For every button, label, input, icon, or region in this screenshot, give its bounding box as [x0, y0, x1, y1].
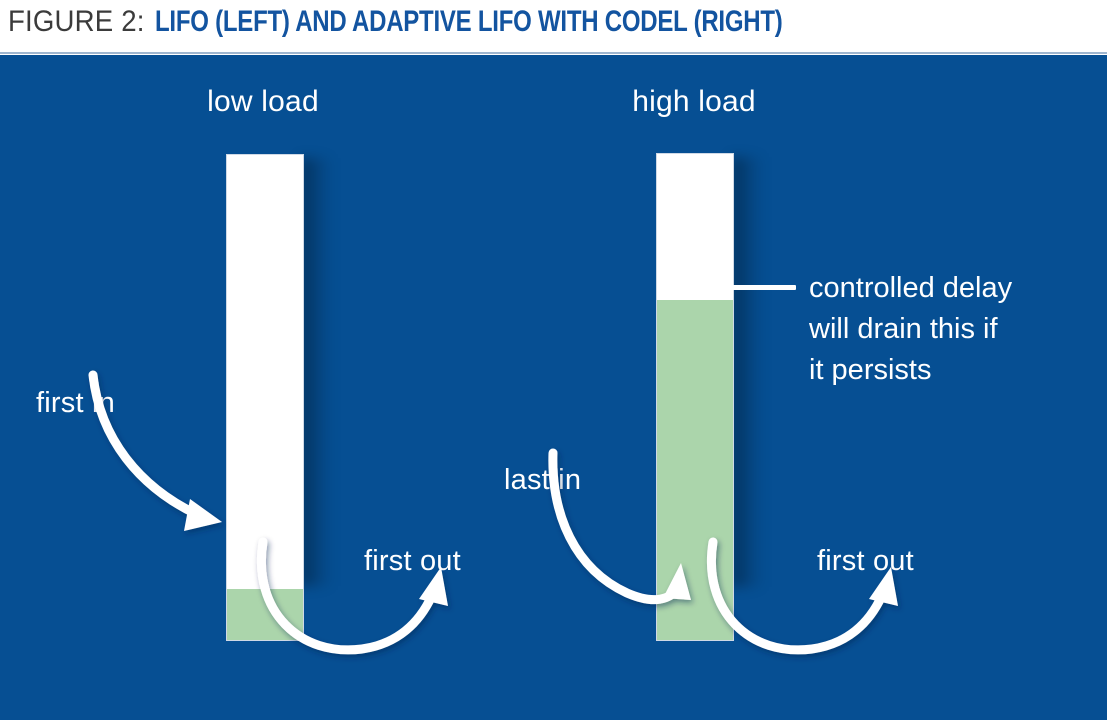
callout-line-1: controlled delay: [809, 272, 1013, 304]
queue-fill-high-load: [657, 299, 733, 640]
callout-leader-line: [698, 285, 796, 290]
callout-controlled-delay: controlled delay will drain this if it p…: [809, 268, 1099, 391]
queue-bar-high-load-shadow: [731, 157, 765, 587]
queue-bar-high-load: [656, 153, 734, 641]
queue-bar-low-load-shadow: [300, 158, 334, 586]
queue-fill-low-load: [227, 589, 303, 640]
queue-heading-high-load: high load: [632, 85, 756, 118]
queue-heading-low-load: low load: [207, 85, 319, 118]
figure-caption-title: LIFO (LEFT) AND ADAPTIVE LIFO WITH CODEL…: [154, 5, 783, 38]
callout-line-3: it persists: [809, 354, 932, 386]
label-last-in: last in: [504, 464, 582, 496]
caption-divider: [0, 52, 1107, 54]
label-first-in: first in: [36, 387, 115, 419]
callout-line-2: will drain this if: [809, 313, 998, 345]
figure-caption: FIGURE 2: LIFO (LEFT) AND ADAPTIVE LIFO …: [8, 2, 1098, 46]
label-first-out-high-load: first out: [817, 545, 914, 577]
figure-caption-label: FIGURE 2:: [8, 5, 145, 38]
queue-bar-low-load: [226, 154, 304, 641]
diagram-panel: low load high load first in first out la…: [0, 55, 1107, 720]
label-first-out-low-load: first out: [364, 545, 461, 577]
